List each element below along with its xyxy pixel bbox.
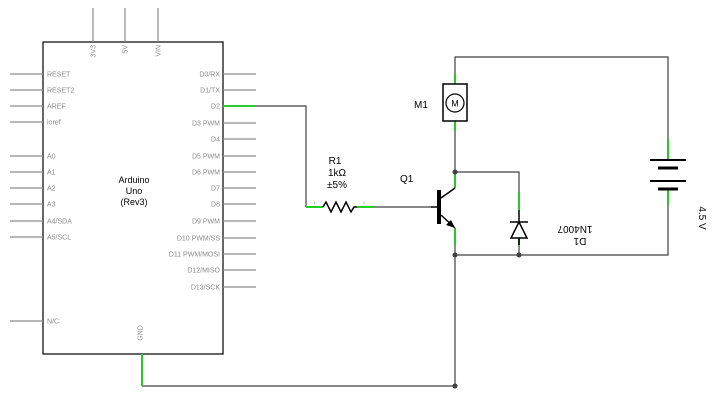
pin-label-a3: A3 — [47, 202, 56, 209]
pin-label-d0: D0/RX — [199, 72, 220, 79]
pin-label-3v3: 3V3 — [91, 45, 98, 58]
resistor-ref: R1 — [329, 156, 342, 167]
diode-ref: D1 — [573, 235, 586, 246]
battery[interactable]: 4.5 V — [650, 159, 707, 230]
resistor-pin2: 2 — [363, 200, 366, 205]
wires — [142, 56, 669, 387]
pin-label-nc: N/C — [47, 319, 59, 326]
left-pin-leads — [10, 73, 43, 322]
resistor-value: 1kΩ — [328, 168, 347, 179]
resistor-r1[interactable]: R1 1kΩ ±5% 1 2 — [313, 156, 366, 214]
pin-label-d7: D7 — [211, 186, 220, 193]
pin-label-d2: D2 — [211, 104, 220, 111]
arduino-uno[interactable]: RESET RESET2 AREF ioref A0 A1 A2 A3 A4/S… — [10, 8, 256, 355]
battery-voltage: 4.5 V — [696, 206, 707, 230]
arduino-body — [42, 41, 224, 355]
arduino-name-line3: (Rev3) — [120, 197, 147, 207]
transistor-collector — [440, 187, 456, 199]
pin-label-d6: D6 PWM — [192, 170, 220, 177]
pin-label-ioref: ioref — [47, 120, 61, 127]
pin-label-d12: D12/MISO — [187, 268, 220, 275]
resistor-pin1: 1 — [313, 200, 316, 205]
pin-label-d1: D1/TX — [200, 88, 220, 95]
pin-label-aref: AREF — [47, 104, 66, 111]
pin-label-d8: D8 — [211, 202, 220, 209]
resistor-zigzag — [322, 200, 357, 214]
diode-part: 1N4007 — [557, 223, 592, 234]
junctions — [452, 169, 522, 389]
pin-label-a4: A4/SDA — [47, 219, 72, 226]
transistor-q1[interactable]: Q1 — [400, 174, 456, 229]
pin-label-d5: D5 PWM — [192, 154, 220, 161]
pin-label-d4: D4 — [211, 137, 220, 144]
pin-label-a0: A0 — [47, 154, 56, 161]
pin-label-d9: D9 PWM — [192, 219, 220, 226]
transistor-base-bar — [437, 190, 441, 224]
right-pin-leads — [223, 73, 256, 288]
arduino-name-line2: Uno — [126, 186, 143, 196]
arduino-name-line1: Arduino — [118, 175, 149, 185]
transistor-ref: Q1 — [400, 174, 414, 185]
pin-label-reset: RESET — [47, 72, 71, 79]
pin-label-d10: D10 PWM/SS — [177, 236, 221, 243]
diode-d1[interactable]: D1 1N4007 — [509, 210, 593, 246]
pin-label-a2: A2 — [47, 186, 56, 193]
motor-ref: M1 — [414, 100, 428, 111]
transistor-emitter-arrow — [446, 220, 455, 228]
motor-circle — [445, 93, 465, 113]
motor-symbol: M — [451, 99, 459, 109]
diode-triangle — [509, 220, 529, 239]
resistor-tolerance: ±5% — [327, 180, 347, 191]
motor-m1[interactable]: M M1 — [414, 83, 468, 122]
pin-label-d13: D13/SCK — [191, 285, 221, 292]
pin-label-d3: D3 PWM — [192, 121, 220, 128]
pin-label-a5: A5/SCL — [47, 235, 71, 242]
pin-label-d11: D11 PWM/MOSI — [169, 252, 220, 259]
pin-label-gnd: GND — [138, 325, 145, 341]
pin-label-5v: 5V — [123, 45, 130, 54]
pin-label-reset2: RESET2 — [47, 88, 74, 95]
pin-label-vin: VIN — [156, 45, 163, 57]
pin-label-a1: A1 — [47, 170, 56, 177]
